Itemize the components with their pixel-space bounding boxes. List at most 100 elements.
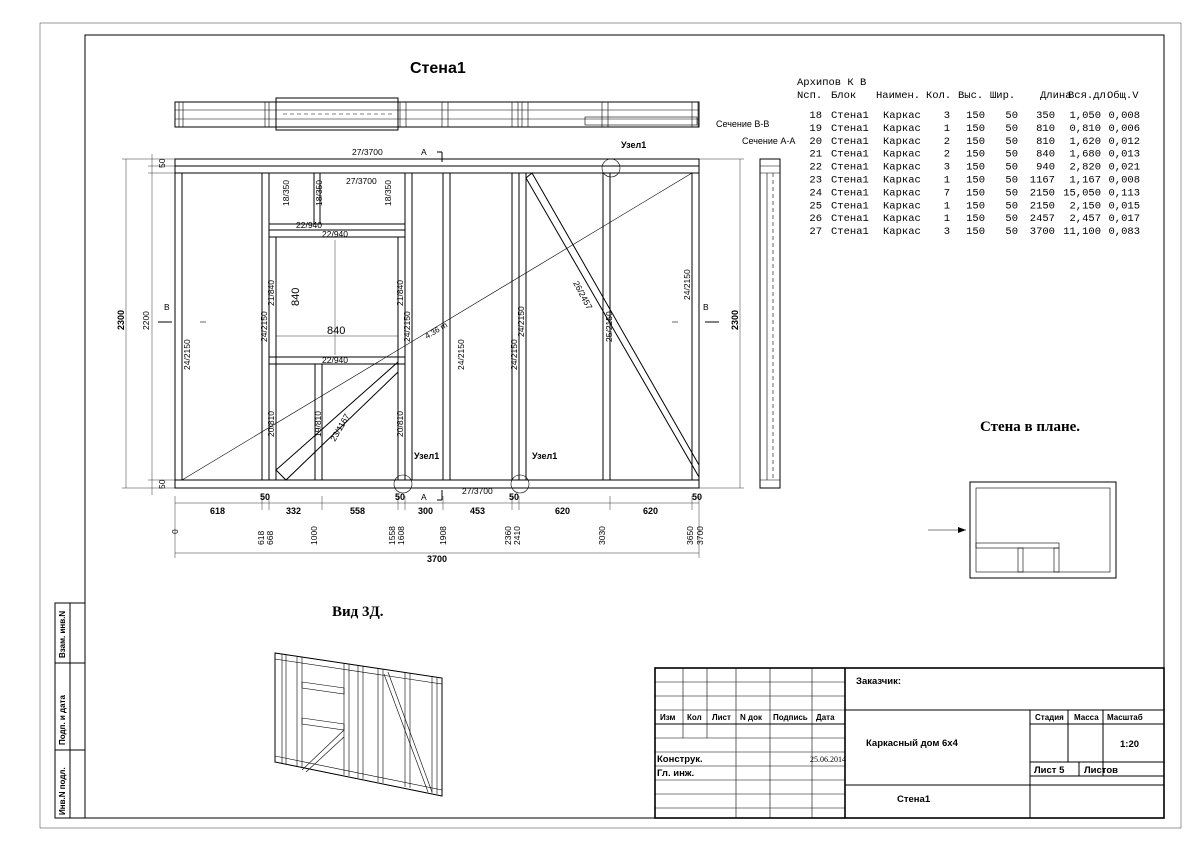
label-top-plate-2: 27/3700	[346, 176, 377, 186]
table-cell: 26	[809, 213, 822, 225]
label-hdr-stud-b: 18/350	[314, 180, 324, 206]
top-plan-strip	[174, 97, 700, 131]
table-cell: Стена1	[831, 123, 869, 135]
table-cell: 0,810	[1069, 123, 1101, 135]
table-cell: 1167	[1030, 175, 1055, 187]
table-cell: Стена1	[831, 110, 869, 122]
table-cell: 3	[944, 110, 950, 122]
table-cell: 2	[944, 136, 950, 148]
table-header-cell: Блок	[831, 90, 856, 102]
label-jack-r: 21/840	[395, 280, 405, 306]
table-cell: 18	[809, 110, 822, 122]
table-cell: 0,008	[1108, 110, 1140, 122]
side-vzam: Взам. инв.N	[58, 611, 67, 658]
dim-h-inner: 2200	[141, 311, 151, 330]
label-hdr-top: 22/940	[296, 220, 322, 230]
table-cell: 2	[944, 149, 950, 161]
view3d-title: Вид 3Д.	[332, 604, 384, 620]
span-9: 620	[643, 506, 658, 516]
span-2: 332	[286, 506, 301, 516]
table-cell: 0,013	[1108, 149, 1140, 161]
label-jack-l: 21/840	[266, 280, 276, 306]
label-cripple-m: 19/810	[313, 411, 323, 437]
table-cell: 150	[966, 162, 985, 174]
section-aa-label: Сечение А-А	[742, 136, 795, 146]
table-cell: Каркас	[883, 110, 921, 122]
dim-h-right: 2300	[730, 310, 740, 330]
ord-7: 2360	[503, 526, 513, 545]
table-cell: Стена1	[831, 162, 869, 174]
vertical-dims: 2300 2200 50 50 2300	[116, 154, 744, 495]
table-cell: 3700	[1030, 226, 1055, 238]
label-win-h: 840	[290, 288, 302, 306]
table-cell: 50	[1005, 149, 1018, 161]
label-diag-length: 4.36 m	[423, 320, 449, 340]
label-brace-26: 26/2457	[571, 279, 594, 311]
ord-10: 3650	[685, 526, 695, 545]
table-cell: 2150	[1030, 187, 1055, 199]
label-brace-23: 23/1167	[328, 412, 352, 443]
table-cell: Стена1	[831, 175, 869, 187]
table-cell: 50	[1005, 213, 1018, 225]
dim-h-total: 2300	[116, 310, 126, 330]
stamp-stage: Стадия	[1035, 713, 1064, 722]
table-cell: 150	[966, 149, 985, 161]
node1-label-top: Узел1	[621, 140, 646, 150]
table-cell: 1,167	[1069, 175, 1101, 187]
table-cell: 50	[1005, 200, 1018, 212]
table-header-cell: Вся.дл.	[1068, 90, 1112, 102]
table-header-cell: Кол.	[926, 90, 951, 102]
label-stud-win-r: 24/2150	[402, 311, 412, 342]
member-labels: 27/3700 27/3700 27/3700 18/350 18/350 18…	[164, 140, 709, 502]
side-inv: Инв.N подл.	[58, 767, 67, 815]
table-cell: 0,113	[1108, 187, 1140, 199]
stamp-mass: Масса	[1074, 713, 1099, 722]
view3d	[274, 652, 443, 797]
table-cell: Каркас	[883, 123, 921, 135]
stamp-konstr: Конструк.	[657, 754, 703, 765]
table-cell: 350	[1036, 110, 1055, 122]
table-header-cell: Общ.V	[1107, 89, 1139, 102]
node1-label-right: Узел1	[532, 451, 557, 461]
sheet-frame	[39, 22, 1182, 829]
stamp-col-kol: Кол	[687, 713, 702, 722]
table-cell: 3	[944, 162, 950, 174]
table-cell: 1	[944, 213, 950, 225]
table-cell: Стена1	[831, 200, 869, 212]
label-hdr-stud-c: 18/350	[383, 180, 393, 206]
table-cell: 21	[809, 149, 822, 161]
table-cell: Каркас	[883, 136, 921, 148]
span-3: 558	[350, 506, 365, 516]
table-cell: 2457	[1030, 213, 1055, 225]
stamp-project: Каркасный дом 6x4	[866, 738, 959, 749]
table-cell: 50	[1005, 162, 1018, 174]
table-header-cell: Nсп.	[797, 90, 822, 102]
table-cell: 15,050	[1063, 187, 1101, 199]
label-stud-rr: 24/2150	[516, 306, 526, 337]
ord-2: 668	[265, 531, 275, 545]
label-sill: 22/940	[322, 355, 348, 365]
table-header-cell: Наимен.	[876, 90, 920, 102]
table-cell: Каркас	[883, 175, 921, 187]
table-cell: Каркас	[883, 187, 921, 199]
table-cell: 150	[966, 123, 985, 135]
table-cell: 150	[966, 187, 985, 199]
horizontal-dims: 618 50 332 558 50 300 453 50 620 620 50 …	[170, 492, 705, 564]
table-cell: 0,017	[1108, 213, 1140, 225]
section-mark-b-left: B	[164, 302, 170, 312]
stamp-scale: 1:20	[1120, 739, 1139, 750]
table-cell: 2,820	[1069, 162, 1101, 174]
stamp-sheet: Лист 5	[1034, 765, 1065, 776]
table-cell: Каркас	[883, 213, 921, 225]
label-stud-right: 24/2150	[682, 269, 692, 300]
table-cell: 50	[1005, 226, 1018, 238]
table-cell: 0,006	[1108, 123, 1140, 135]
label-stud-l: 24/2150	[259, 311, 269, 342]
label-cripple-l: 20/810	[266, 411, 276, 437]
label-win-w: 840	[327, 325, 345, 337]
node1-label-left: Узел1	[414, 451, 439, 461]
span-6: 453	[470, 506, 485, 516]
